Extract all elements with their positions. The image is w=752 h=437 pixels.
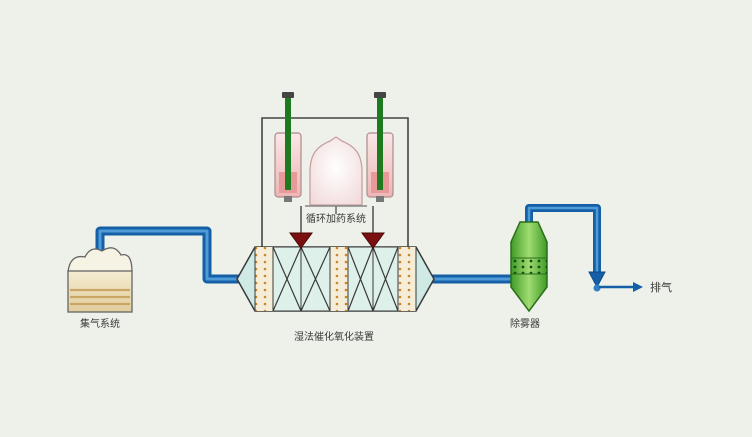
label-gas-collection: 集气系统: [80, 317, 120, 330]
dosing-tank-dome: [305, 136, 367, 214]
spray-nozzle-left: [289, 232, 313, 249]
oxidation-vessel: 湿法催化氧化装置: [236, 232, 435, 343]
label-exhaust: 排气: [650, 280, 672, 294]
demister-vessel: 除雾器: [510, 221, 548, 330]
exhaust-fan-icon: [588, 271, 606, 292]
label-demister: 除雾器: [510, 317, 540, 330]
spray-nozzle-right: [361, 232, 385, 249]
label-dosing-system: 循环加药系统: [306, 212, 366, 225]
exhaust-arrow-icon: [599, 282, 643, 292]
label-oxidation-unit: 湿法催化氧化装置: [294, 330, 374, 343]
dosing-pump-left: [274, 92, 302, 202]
dosing-pump-right: [366, 92, 394, 202]
tank-scalloped-top: [67, 247, 133, 273]
gas-collection-tank: 集气系统: [67, 247, 133, 330]
dosing-frame: [261, 117, 409, 247]
packing-x-panel: [272, 246, 399, 312]
demister-dot-band: [511, 257, 547, 275]
pipe-demister-to-exhaust: [525, 204, 601, 277]
packing-dotted-column: [255, 247, 416, 311]
pipe-collection-to-oxidizer: [95, 226, 245, 284]
dosing-system: 循环加药系统: [261, 92, 409, 247]
